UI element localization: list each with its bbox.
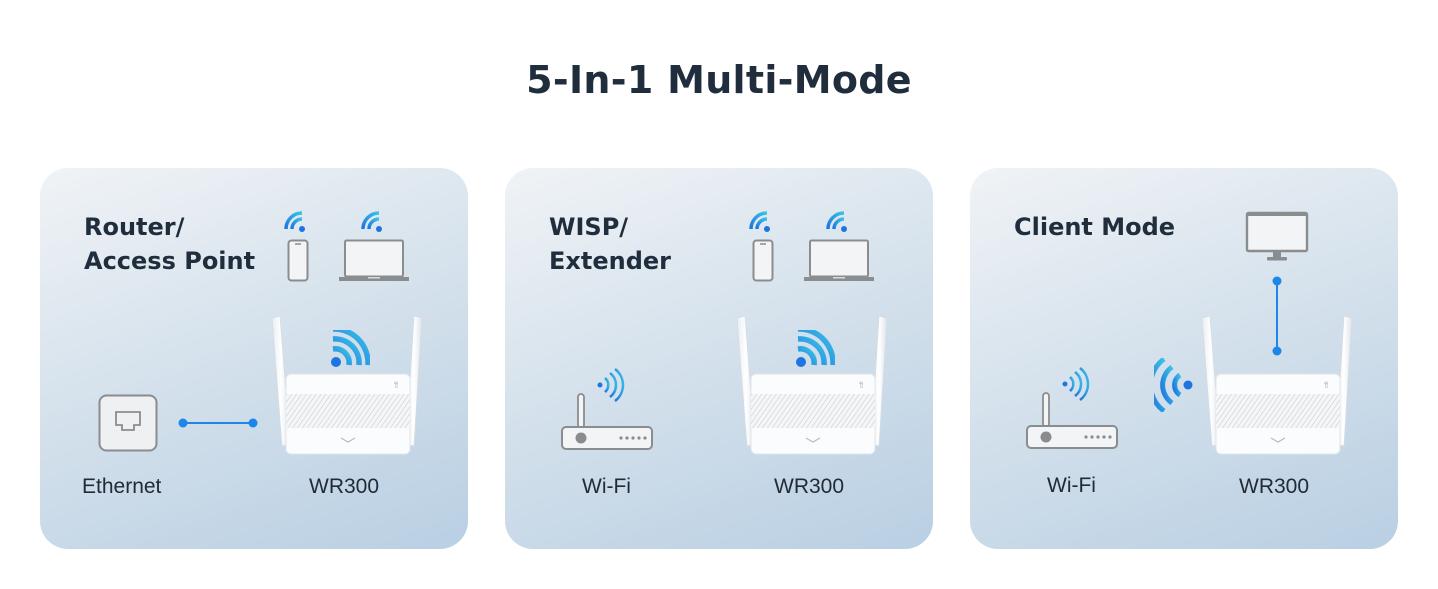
- source-label: Ethernet: [82, 475, 162, 498]
- wifi-router-icon: [560, 368, 656, 452]
- source-label: Wi-Fi: [1047, 474, 1096, 497]
- wired-connection-line: [1271, 275, 1283, 357]
- mode-card-client-mode: Client Mode cdt: [970, 168, 1398, 549]
- smartphone-icon: [752, 239, 774, 282]
- page-title: 5-In-1 Multi-Mode: [526, 58, 912, 102]
- svg-text:cdt: cdt: [859, 381, 865, 388]
- svg-text:cdt: cdt: [394, 381, 400, 388]
- ethernet-port-icon: [98, 394, 158, 452]
- mode-card-wisp-extender: WISP/ Extender: [505, 168, 933, 549]
- wifi-signal-icon: [748, 210, 774, 234]
- wifi-receive-icon: [1154, 358, 1196, 412]
- svg-text:cdt: cdt: [1324, 381, 1330, 388]
- device-label: WR300: [1239, 475, 1310, 498]
- wr300-router-image: cdt: [268, 316, 428, 456]
- wifi-broadcast-icon: [795, 330, 835, 368]
- device-label: WR300: [774, 475, 845, 498]
- mode-card-router-access-point: Router/ Access Point: [40, 168, 468, 549]
- wifi-router-icon: [1025, 367, 1121, 451]
- wifi-signal-icon: [360, 210, 386, 234]
- wifi-broadcast-icon: [330, 330, 370, 368]
- card-title: WISP/ Extender: [549, 213, 672, 275]
- wr300-router-image: cdt: [733, 316, 893, 456]
- smartphone-icon: [287, 239, 309, 282]
- wr300-router-image: cdt: [1198, 316, 1358, 456]
- laptop-icon: [338, 239, 410, 283]
- laptop-icon: [803, 239, 875, 283]
- wired-connection-line: [178, 417, 258, 429]
- card-title: Client Mode: [1014, 213, 1176, 241]
- source-label: Wi-Fi: [582, 475, 631, 498]
- desktop-monitor-icon: [1245, 211, 1309, 263]
- wifi-signal-icon: [283, 210, 309, 234]
- card-title: Router/ Access Point: [84, 213, 256, 275]
- device-label: WR300: [309, 475, 380, 498]
- wifi-signal-icon: [825, 210, 851, 234]
